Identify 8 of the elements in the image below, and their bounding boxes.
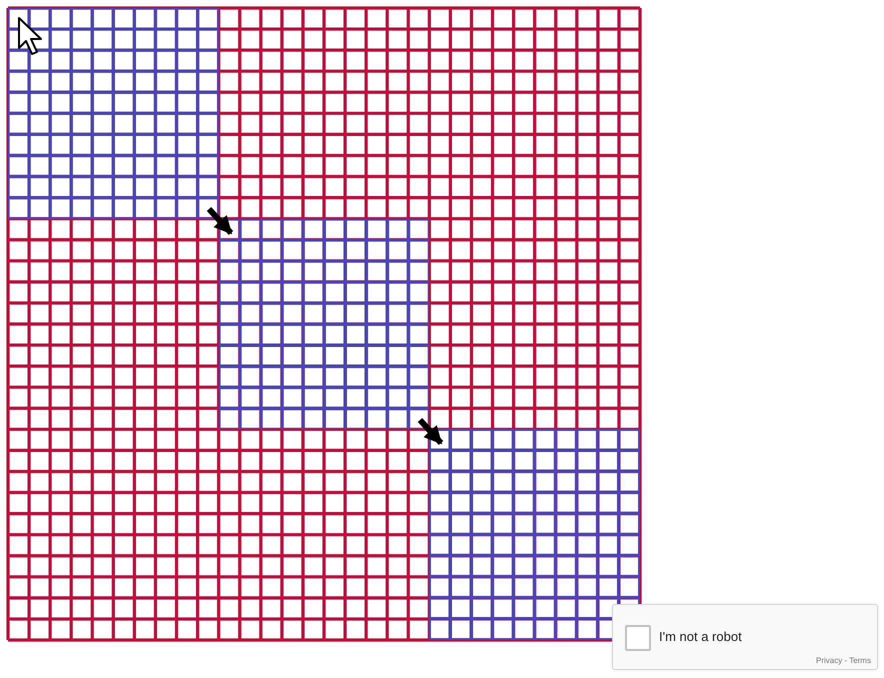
captcha-widget — [612, 604, 878, 670]
grid-block — [429, 429, 640, 640]
grid-block — [218, 218, 430, 430]
checkbox-label: I'm not a robot — [659, 629, 742, 644]
arrow — [418, 418, 444, 446]
footer-links: Privacy - Terms — [816, 656, 871, 665]
arrow — [206, 206, 234, 236]
grid-block — [8, 8, 219, 219]
